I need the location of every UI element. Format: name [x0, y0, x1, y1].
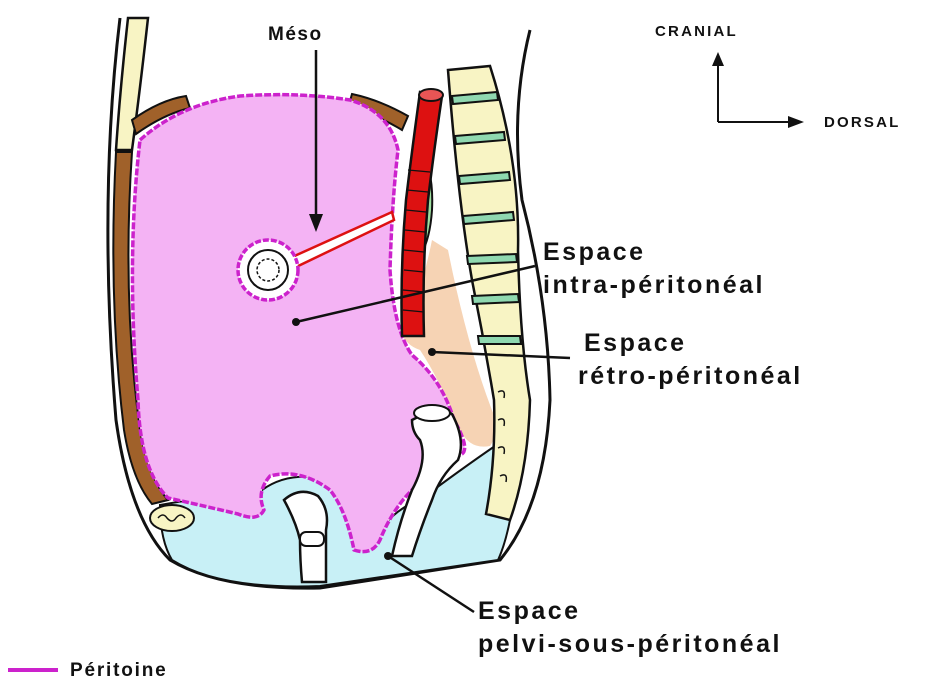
dorsal-label: DORSAL [824, 114, 901, 131]
intraperitoneal-label-line1: Espace [543, 238, 646, 266]
disc-7 [478, 336, 521, 344]
cranial-arrow-icon [712, 52, 724, 66]
urethra [300, 532, 324, 546]
pelvi-subperitoneal-label-line2: pelvi-sous-péritonéal [478, 630, 782, 658]
dorsal-arrow-icon [788, 116, 804, 128]
pubic-bone [150, 505, 194, 531]
pelvi-subperitoneal-label-line1: Espace [478, 597, 581, 625]
retroperitoneal-label-line1: Espace [584, 329, 687, 357]
bowel-loop [238, 240, 298, 300]
meso-label: Méso [268, 24, 323, 45]
intra-pointer-dot [292, 318, 300, 326]
disc-5 [467, 254, 517, 264]
pelvi-pointer-dot [384, 552, 392, 560]
peritoneum-legend-label: Péritoine [70, 660, 168, 680]
disc-6 [472, 294, 519, 304]
retroperitoneal-label-line2: rétro-péritonéal [578, 362, 803, 390]
retro-pointer-dot [428, 348, 436, 356]
intraperitoneal-label-line2: intra-péritonéal [543, 271, 765, 299]
cranial-label: CRANIAL [655, 23, 738, 40]
orientation-axes [712, 52, 804, 128]
rectum-lumen [414, 405, 450, 421]
